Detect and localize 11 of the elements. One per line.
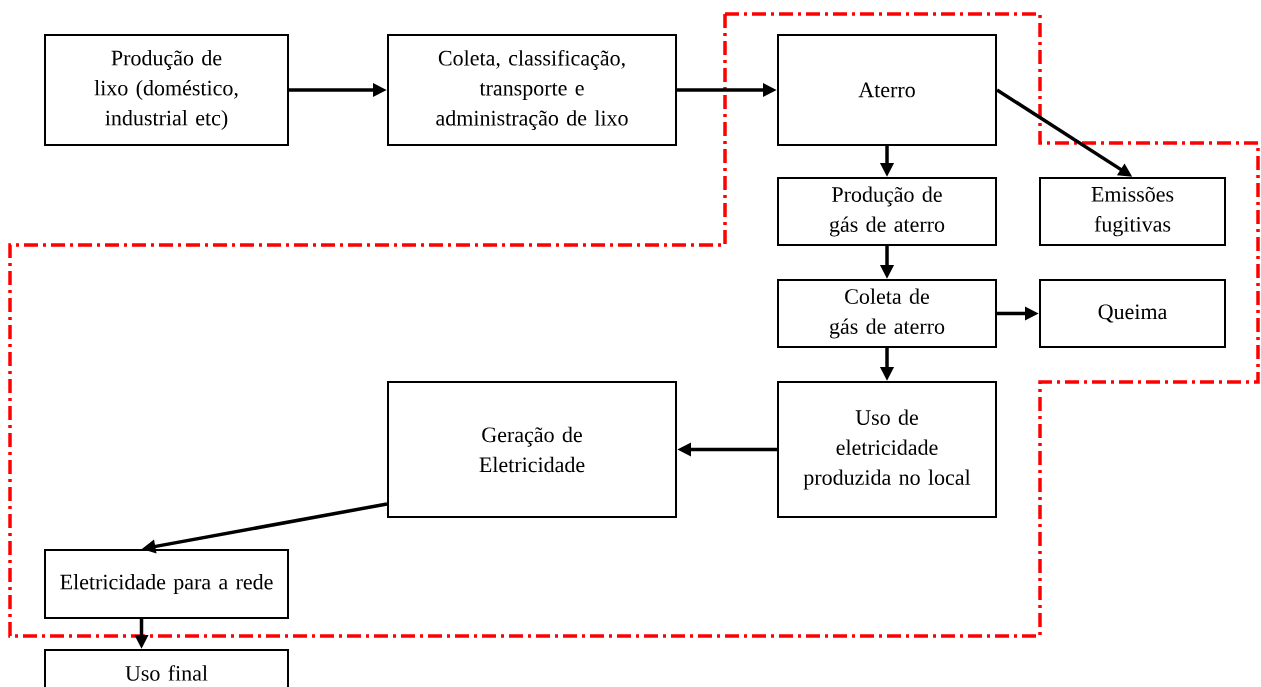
process-box: Coleta de gás de aterro [777,279,997,348]
process-box: Produção de gás de aterro [777,177,997,246]
process-box: Eletricidade para a rede [44,549,289,619]
process-box: Uso de eletricidade produzida no local [777,381,997,518]
process-box: Coleta, classificação, transporte e administração de lixo [387,34,677,146]
process-box: Geração de Eletricidade [387,381,677,518]
process-box: Queima [1039,279,1226,348]
process-box: Uso final [44,649,289,687]
process-box: Emissões fugitivas [1039,177,1226,246]
process-box: Aterro [777,34,997,146]
process-box: Produção de lixo (doméstico, industrial etc) [44,34,289,146]
